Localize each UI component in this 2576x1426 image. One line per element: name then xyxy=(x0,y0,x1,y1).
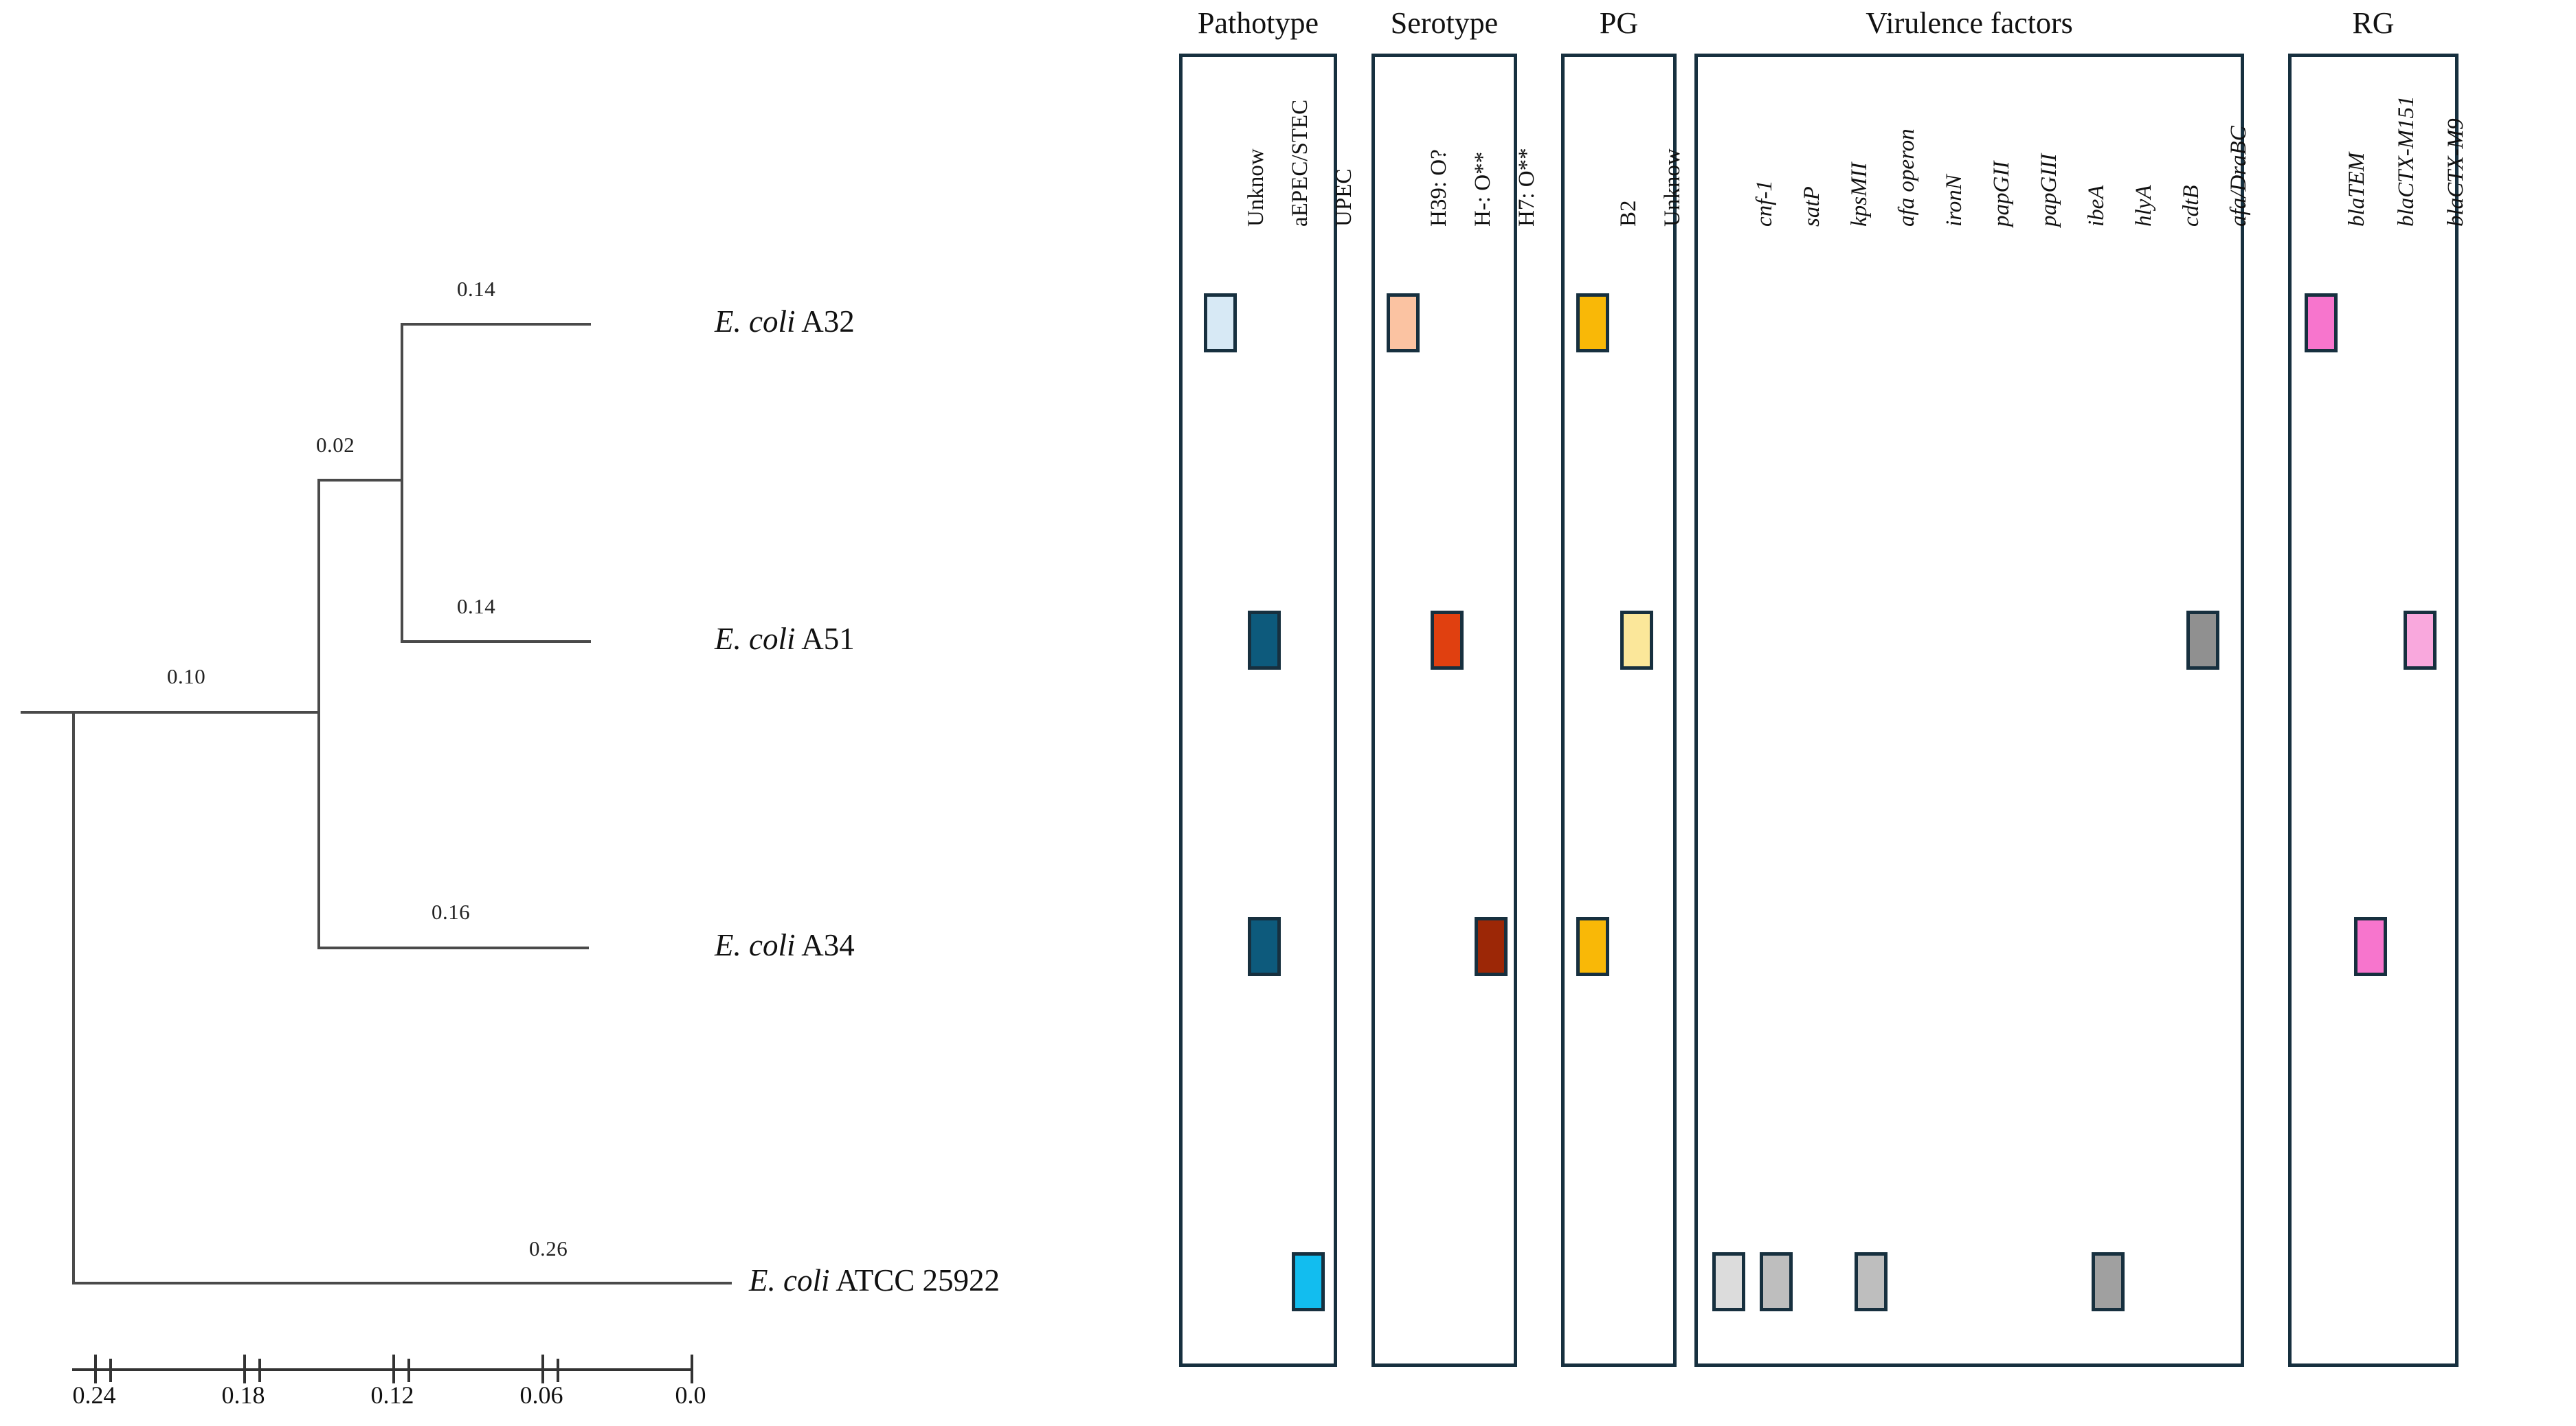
matrix-cell-pathotype-0-0 xyxy=(1204,293,1237,352)
tree-branch-node-b-vertical xyxy=(317,479,320,947)
axis-tick-label-0-24: 0.24 xyxy=(72,1381,116,1409)
matrix-cell-rg-1-2 xyxy=(2354,917,2387,976)
axis-tick-minor-3 xyxy=(557,1359,559,1382)
tip-genus-a32: E. coli xyxy=(715,304,796,339)
matrix-cell-virulence-1-3 xyxy=(1760,1252,1793,1311)
matrix-cell-pathotype-1-2 xyxy=(1248,917,1281,976)
panel-pg xyxy=(1561,54,1677,1367)
panel-title-virulence: Virulence factors xyxy=(1866,6,2073,40)
tree-branch-length-a51: 0.14 xyxy=(457,594,496,618)
matrix-cell-virulence-8-3 xyxy=(2092,1252,2125,1311)
matrix-cell-virulence-3-3 xyxy=(1855,1252,1888,1311)
matrix-cell-pathotype-2-3 xyxy=(1292,1252,1325,1311)
matrix-cell-rg-0-0 xyxy=(2305,293,2338,352)
tree-branch-length-a34: 0.16 xyxy=(432,900,471,924)
matrix-cell-pathotype-1-1 xyxy=(1248,611,1281,670)
tree-branch-atcc25922 xyxy=(72,1282,732,1284)
matrix-cell-serotype-0-0 xyxy=(1387,293,1420,352)
matrix-cell-pg-1-1 xyxy=(1620,611,1653,670)
tree-branch-a32 xyxy=(401,323,591,326)
tip-strain-a32: A32 xyxy=(801,304,855,339)
axis-tick-major-0-0 xyxy=(691,1355,693,1383)
panel-serotype xyxy=(1371,54,1517,1367)
tree-tip-label-a32: E. coli A32 xyxy=(715,304,855,339)
panel-title-serotype: Serotype xyxy=(1390,6,1499,40)
phylogenetic-tree: 0.26 0.10 0.16 0.02 0.14 0.14 E. coli A3… xyxy=(0,0,1168,1426)
tree-tip-label-a51: E. coli A51 xyxy=(715,621,855,657)
tree-branch-node-c-vertical xyxy=(401,323,403,640)
tip-genus-a34: E. coli xyxy=(715,928,796,962)
matrix-cell-serotype-1-1 xyxy=(1431,611,1464,670)
axis-tick-label-0-06: 0.06 xyxy=(519,1381,563,1409)
tree-branch-length-internal-0-10: 0.10 xyxy=(167,664,206,688)
matrix-cell-rg-2-1 xyxy=(2404,611,2437,670)
matrix-cell-pg-0-2 xyxy=(1576,917,1609,976)
axis-tick-major-0-06 xyxy=(541,1355,544,1383)
axis-tick-minor-0 xyxy=(109,1359,112,1382)
axis-tick-minor-1 xyxy=(258,1359,261,1382)
matrix-cell-pg-0-0 xyxy=(1576,293,1609,352)
tree-scale-axis xyxy=(72,1368,691,1371)
tree-branch-internal-0-10 xyxy=(72,711,317,714)
tree-tip-label-a34: E. coli A34 xyxy=(715,927,855,963)
matrix-cell-virulence-10-1 xyxy=(2186,611,2219,670)
tree-branch-a34 xyxy=(317,947,589,949)
axis-tick-label-0-18: 0.18 xyxy=(221,1381,265,1409)
axis-tick-minor-2 xyxy=(407,1359,410,1382)
matrix-cell-virulence-0-3 xyxy=(1712,1252,1745,1311)
panel-pathotype xyxy=(1179,54,1337,1367)
axis-tick-major-0-24 xyxy=(94,1355,97,1383)
tree-tip-label-atcc25922: E. coli ATCC 25922 xyxy=(749,1263,1000,1298)
tree-branch-length-a32: 0.14 xyxy=(457,277,496,301)
panel-title-pathotype: Pathotype xyxy=(1198,6,1319,40)
axis-tick-label-0-0: 0.0 xyxy=(675,1381,706,1409)
tree-branch-a51 xyxy=(401,640,591,643)
tip-genus-atcc25922: E. coli xyxy=(749,1263,830,1298)
tip-strain-a51: A51 xyxy=(801,622,855,656)
matrix-cell-serotype-2-2 xyxy=(1475,917,1508,976)
tip-genus-a51: E. coli xyxy=(715,622,796,656)
tree-branch-root-vertical xyxy=(72,711,75,1282)
panel-rg xyxy=(2288,54,2459,1367)
axis-tick-major-0-12 xyxy=(392,1355,395,1383)
axis-tick-label-0-12: 0.12 xyxy=(370,1381,414,1409)
tree-branch-length-atcc25922: 0.26 xyxy=(529,1236,568,1260)
column-label-rg-2: blaCTX-M9 xyxy=(2443,118,2468,227)
tree-branch-root-stub xyxy=(21,711,72,714)
tree-branch-internal-0-02 xyxy=(317,479,401,482)
tip-strain-atcc25922: ATCC 25922 xyxy=(836,1263,1000,1298)
axis-tick-major-0-18 xyxy=(243,1355,246,1383)
tree-branch-length-internal-0-02: 0.02 xyxy=(316,433,355,457)
tip-strain-a34: A34 xyxy=(801,928,855,962)
panel-virulence xyxy=(1694,54,2244,1367)
panel-title-rg: RG xyxy=(2352,6,2395,40)
panel-title-pg: PG xyxy=(1599,6,1639,40)
